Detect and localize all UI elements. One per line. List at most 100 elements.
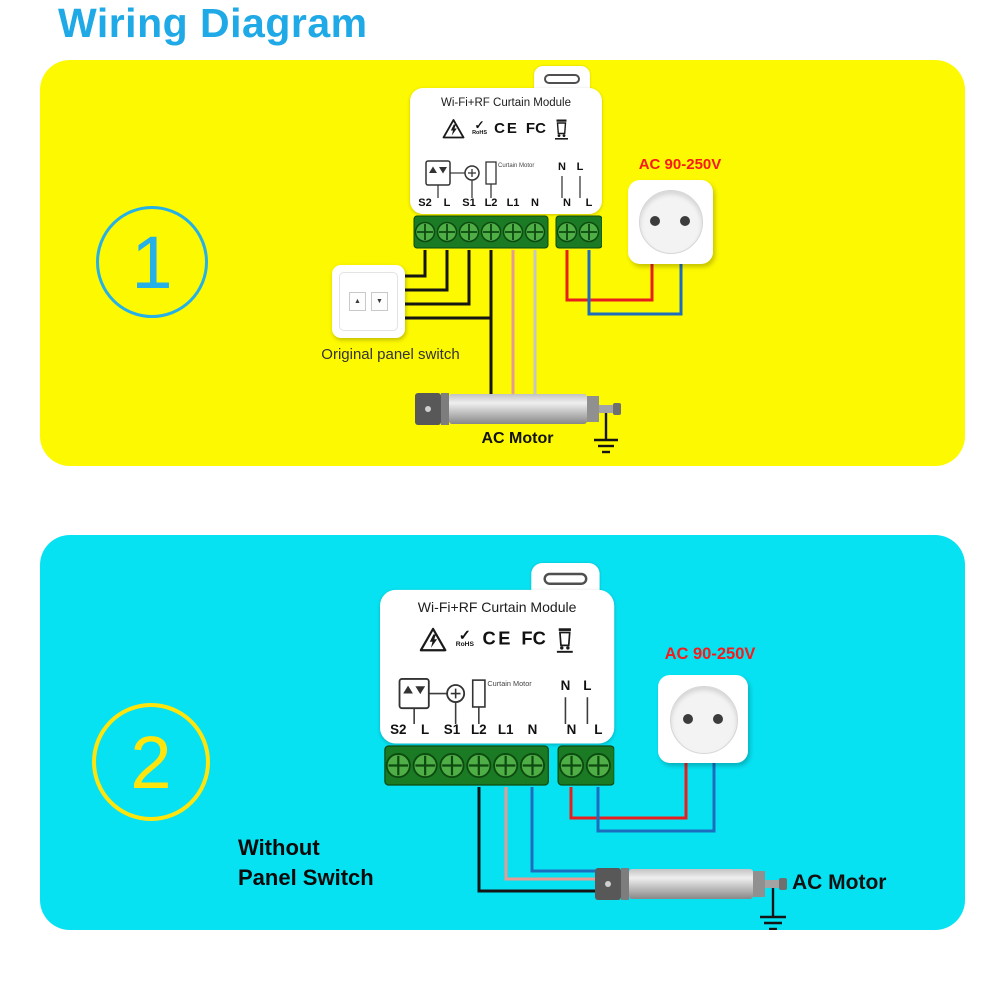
rohs-icon: ✓ RoHS (472, 119, 487, 137)
page-title: Wiring Diagram (58, 0, 368, 46)
inner-n-label: N (560, 678, 571, 694)
step-number: 2 (130, 720, 172, 804)
motor-shaft-end (779, 878, 787, 890)
ce-mark: CE (482, 628, 513, 650)
power-terminal-label-n: N (566, 722, 577, 738)
motor-shaft-end (613, 403, 621, 415)
screw-slots (388, 755, 609, 776)
power-socket (658, 675, 748, 763)
rohs-label: RoHS (455, 641, 475, 649)
switch-caption: Original panel switch (321, 346, 460, 363)
motor-ring (621, 868, 629, 900)
ground-symbol (760, 887, 786, 930)
socket-hole-left (683, 714, 693, 724)
terminal-strips (384, 745, 615, 786)
socket-wire-live (565, 250, 654, 302)
up-arrow-icon: ▲ (354, 298, 361, 305)
power-terminal-label-l: L (594, 722, 603, 738)
terminal-strips (413, 215, 602, 249)
mounting-slot (544, 74, 580, 84)
step-number-badge: 2 (92, 703, 210, 821)
motor-shaft (599, 405, 613, 413)
switch-wire-l (404, 250, 449, 292)
curtain-motor-label: Curtain Motor (498, 163, 535, 169)
socket-hole-left (650, 216, 660, 226)
terminal-label-n: N (531, 197, 539, 209)
motor-symbol-plus (450, 688, 461, 699)
power-terminal-label-n: N (563, 197, 571, 209)
module-body (410, 88, 602, 214)
motor-bracket-pin (425, 406, 431, 412)
warning-triangle-icon (442, 118, 465, 138)
terminal-label-l2: L2 (484, 197, 498, 209)
switch-up-button: ▲ (349, 292, 366, 311)
module-title: Wi-Fi+RF Curtain Module (417, 600, 577, 616)
check-icon: ✓ (458, 626, 472, 644)
mini-up-arrow-icon (429, 166, 437, 173)
weee-bin-icon (554, 119, 568, 140)
switch-down-button: ▼ (371, 292, 388, 311)
check-icon: ✓ (474, 118, 485, 133)
socket-hole-right (680, 216, 690, 226)
internal-wires (413, 692, 589, 725)
switch-wire-s1 (404, 250, 471, 306)
without-switch-line1: Without (238, 835, 320, 860)
internal-wires (437, 172, 581, 198)
internal-schematic (425, 160, 581, 198)
ground-symbol (594, 412, 618, 454)
terminal-label-s1: S1 (443, 722, 461, 738)
step-number-badge: 1 (96, 206, 208, 318)
wiring-layer-2 (477, 759, 786, 930)
inner-l-label: L (576, 161, 584, 173)
motor-end-cap (587, 396, 599, 422)
screw-slots (417, 224, 597, 240)
module-title: Wi-Fi+RF Curtain Module (440, 97, 572, 109)
terminal-screws (414, 221, 600, 243)
terminal-label-l: L (421, 722, 430, 738)
motor-wire-pink (504, 787, 596, 881)
voltage-label: AC 90-250V (638, 156, 722, 173)
motor-caption: AC Motor (792, 871, 887, 894)
motor-ring (441, 393, 449, 425)
motor-tube (629, 869, 753, 899)
down-arrow-icon: ▼ (376, 298, 383, 305)
motor-tube (449, 394, 587, 424)
power-terminal-label-l: L (585, 197, 593, 209)
weee-bin-icon (556, 627, 573, 653)
ce-mark: CE (494, 119, 519, 137)
mini-switch-symbol (398, 677, 430, 710)
motor-bracket-pin (605, 881, 611, 887)
warning-triangle-icon (419, 627, 447, 651)
socket-wire-neutral (596, 759, 716, 833)
terminal-label-l1: L1 (506, 197, 520, 209)
terminal-label-l2: L2 (470, 722, 487, 738)
motor-wire-blue (530, 787, 596, 873)
capacitor-symbol (485, 161, 497, 185)
module-body (380, 589, 615, 744)
without-switch-caption: Without Panel Switch (238, 833, 374, 893)
certification-icons: ✓ RoHS CE FC (380, 623, 614, 655)
switch-buttons: ▲ ▼ (339, 272, 398, 331)
mini-down-arrow-icon (415, 686, 426, 695)
socket-face (639, 190, 703, 254)
ac-motor (595, 868, 790, 900)
motor-shaft (765, 880, 779, 888)
terminal-label-s2: S2 (390, 722, 407, 738)
ac-motor (415, 393, 621, 425)
fcc-mark: FC (525, 119, 546, 137)
without-switch-line2: Panel Switch (238, 865, 374, 890)
fcc-mark: FC (521, 628, 546, 650)
certification-icons: ✓ RoHS CE FC (410, 115, 602, 141)
socket-hole-right (713, 714, 723, 724)
motor-wire-black (477, 787, 596, 893)
original-panel-switch: ▲ ▼ (332, 265, 405, 338)
panel-1: 1 Wi-Fi+RF Curtain Module ✓ RoHS CE FC (40, 60, 965, 466)
curtain-module: Wi-Fi+RF Curtain Module ✓ RoHS CE FC (380, 563, 615, 787)
rohs-icon: ✓ RoHS (456, 628, 474, 649)
voltage-label: AC 90-250V (664, 645, 756, 663)
switch-wire-s2 (404, 250, 427, 278)
power-socket (628, 180, 713, 264)
socket-wire-live (569, 759, 688, 820)
terminal-label-s2: S2 (418, 197, 432, 209)
terminal-label-l: L (443, 197, 451, 209)
